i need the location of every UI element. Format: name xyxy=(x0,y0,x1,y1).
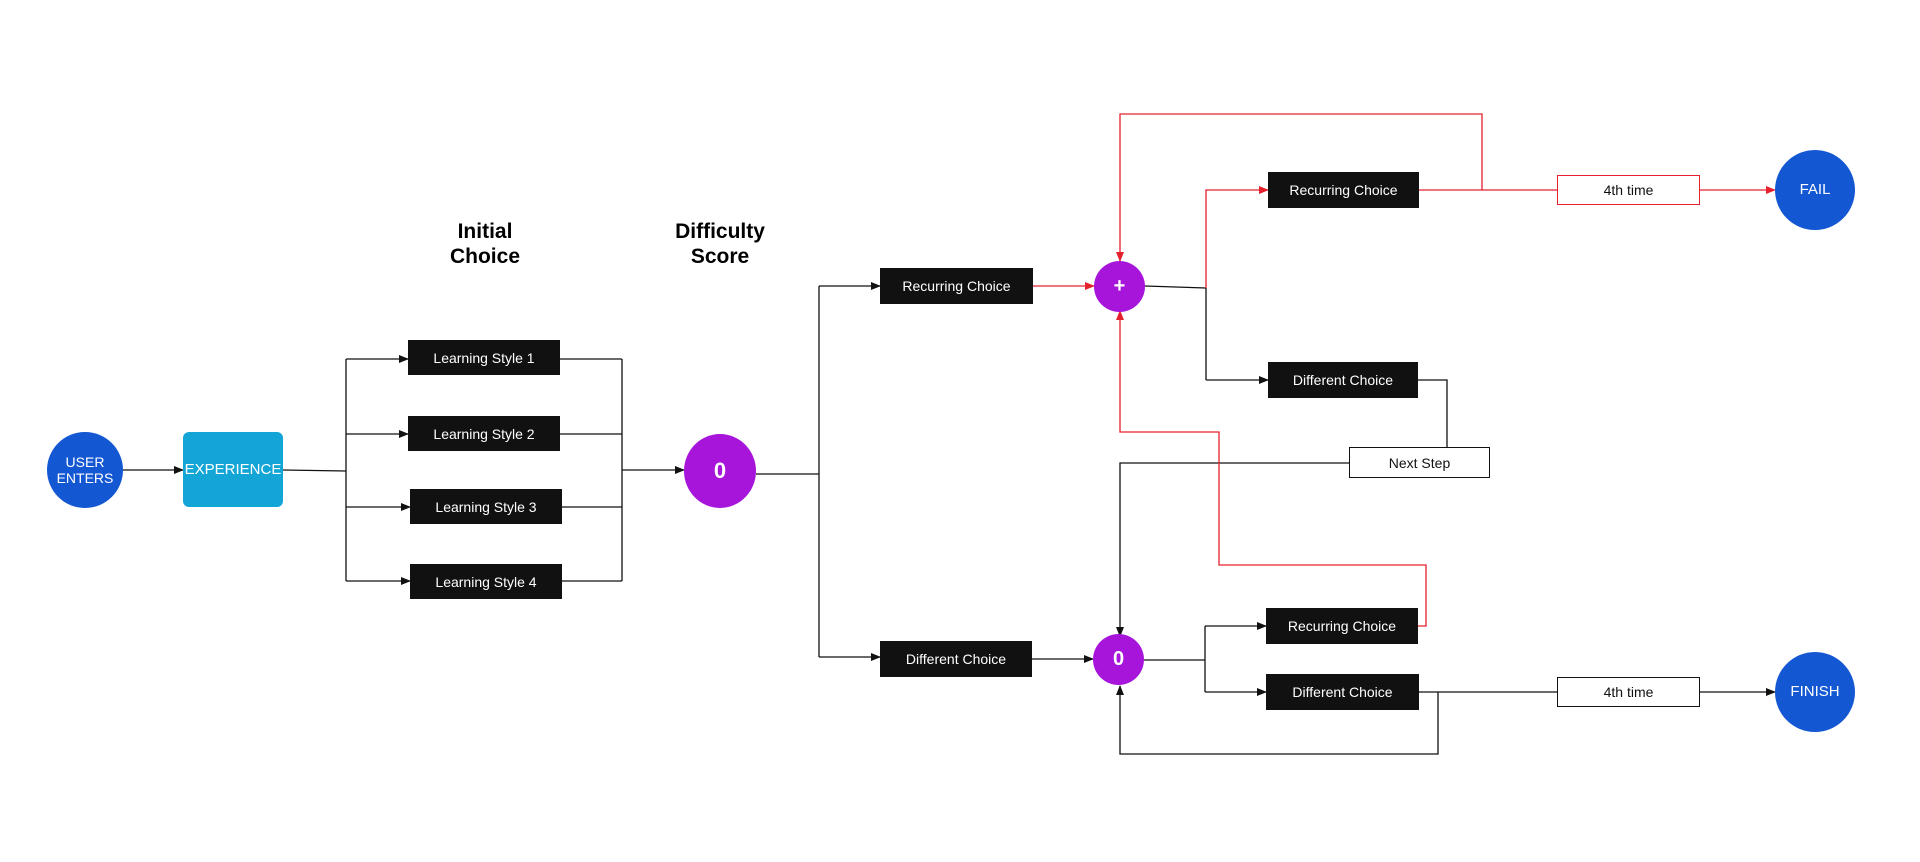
upper-second-different-choice: Different Choice xyxy=(1268,362,1418,398)
arrow-to-upper-recurring-2 xyxy=(1205,186,1269,288)
learning-style-3: Learning Style 3 xyxy=(410,489,562,524)
upper-4th-time-label: 4th time xyxy=(1557,175,1700,205)
initial-score-node: 0 xyxy=(684,434,756,508)
loop-lower-recurring-to-plus xyxy=(1116,310,1427,627)
zero-score-value: 0 xyxy=(1112,648,1125,670)
initial-score-value: 0 xyxy=(713,458,727,483)
lower-second-different-choice: Different Choice xyxy=(1266,674,1419,710)
heading-initial-choice: Initial Choice xyxy=(449,220,520,268)
user-enters-label: USER ENTERS xyxy=(56,454,114,486)
line-plus-to-split xyxy=(1144,285,1207,289)
lower-4th-time-label: 4th time xyxy=(1557,677,1700,707)
zero-score-node: 0 xyxy=(1093,634,1144,685)
loop-back-to-zero-score xyxy=(1116,685,1439,755)
fail-node: FAIL xyxy=(1775,150,1855,230)
finish-label: FINISH xyxy=(1790,683,1840,700)
experience-label: EXPERIENCE xyxy=(184,461,282,478)
loop-back-to-plus-score xyxy=(1116,113,1483,262)
lower-different-choice: Different Choice xyxy=(880,641,1032,677)
user-enters-node: USER ENTERS xyxy=(47,432,123,508)
line-experience-to-fork xyxy=(282,469,347,472)
next-step-label: Next Step xyxy=(1349,447,1490,478)
arrow-next-step-to-lower-score xyxy=(1116,462,1349,637)
plus-score-node: + xyxy=(1094,261,1145,312)
learning-style-2: Learning Style 2 xyxy=(408,416,560,451)
lower-second-recurring-choice: Recurring Choice xyxy=(1266,608,1418,644)
line-upper-different-to-next-step xyxy=(1418,379,1448,447)
plus-score-value: + xyxy=(1113,275,1126,297)
upper-second-recurring-choice: Recurring Choice xyxy=(1268,172,1419,208)
heading-difficulty-score: Difficulty Score xyxy=(675,220,765,268)
fail-label: FAIL xyxy=(1799,181,1831,198)
learning-style-1: Learning Style 1 xyxy=(408,340,560,375)
upper-recurring-choice: Recurring Choice xyxy=(880,268,1033,304)
learning-style-4: Learning Style 4 xyxy=(410,564,562,599)
experience-node: EXPERIENCE xyxy=(183,432,283,507)
finish-node: FINISH xyxy=(1775,652,1855,732)
